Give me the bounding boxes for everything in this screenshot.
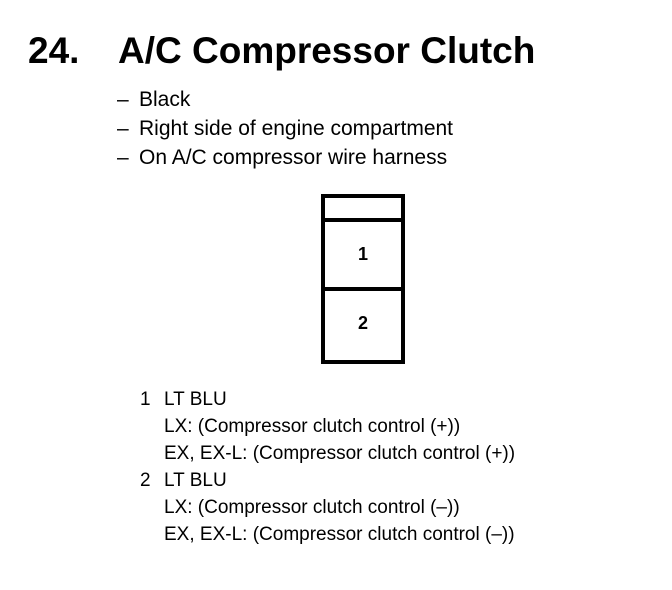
- connector-cavity-1: 1: [325, 222, 401, 291]
- connector-location: –Right side of engine compartment: [117, 117, 454, 140]
- pin-wire-color: LT BLU: [164, 470, 227, 491]
- connector-lock-tab: [325, 198, 401, 222]
- pin-entry-2: 2 LT BLU LX: (Compressor clutch control (…: [140, 467, 515, 548]
- connector-diagram: 1 2: [321, 194, 405, 364]
- pin-number: 2: [140, 470, 151, 491]
- connector-cavity-2: 2: [357, 313, 368, 333]
- connector-harness: –On A/C compressor wire harness: [117, 146, 448, 169]
- pin-entry-1: 1 LT BLU LX: (Compressor clutch control (…: [140, 386, 515, 467]
- connector-color: –Black: [117, 88, 191, 111]
- pin-description: EX, EX-L: (Compressor clutch control (–)…: [164, 524, 515, 545]
- pin-wire-color: LT BLU: [164, 389, 227, 410]
- section-title: A/C Compressor Clutch: [118, 30, 536, 71]
- section-number: 24.: [28, 30, 80, 71]
- pin-description: EX, EX-L: (Compressor clutch control (+)…: [164, 443, 516, 464]
- pin-description: LX: (Compressor clutch control (+)): [164, 416, 461, 437]
- connector-info-list: –Black –Right side of engine compartment…: [117, 85, 453, 172]
- pin-description: LX: (Compressor clutch control (–)): [164, 497, 460, 518]
- section-heading: 24. A/C Compressor Clutch: [28, 28, 535, 74]
- pin-number: 1: [140, 389, 151, 410]
- pin-list: 1 LT BLU LX: (Compressor clutch control (…: [140, 386, 515, 548]
